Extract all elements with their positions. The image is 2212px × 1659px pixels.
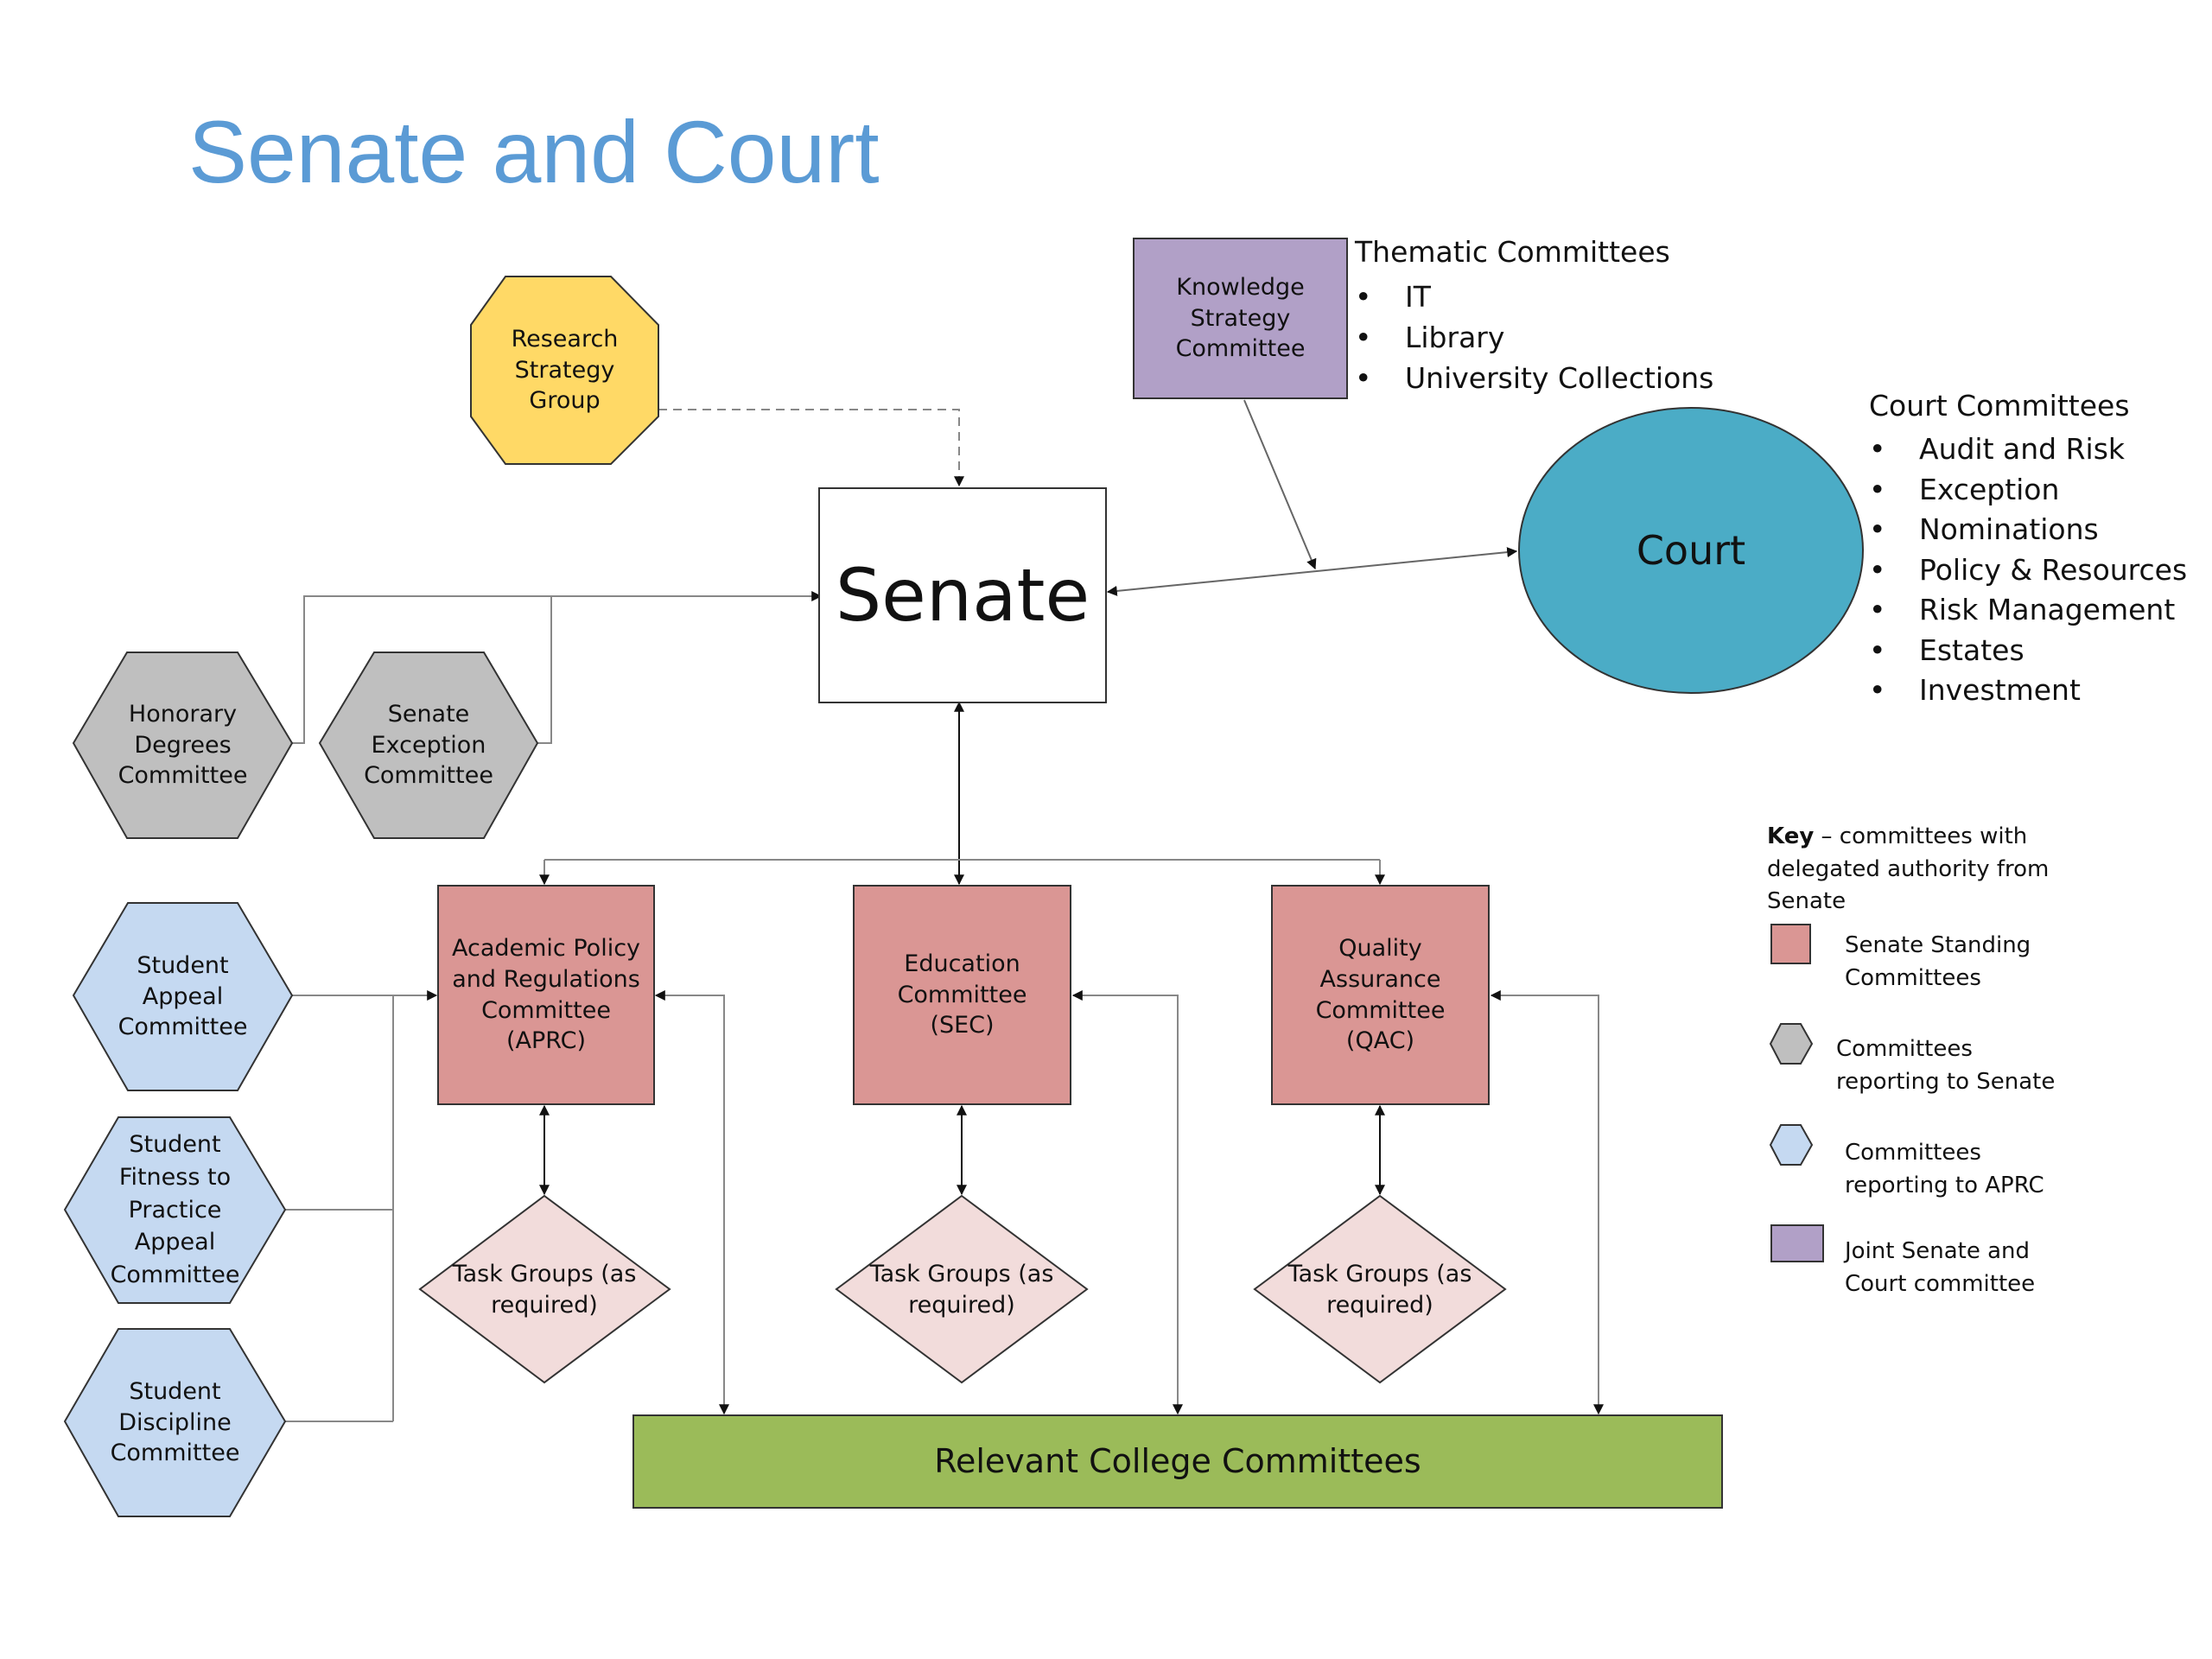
aprc-box	[437, 885, 655, 1105]
court-committee-item: Policy & Resources	[1869, 550, 2187, 591]
key-swatch-senate-hexagon	[1769, 1023, 1814, 1065]
sec-label: Education Committee (SEC)	[897, 950, 1027, 1039]
research-strategy-octagon	[470, 276, 659, 465]
exception-to-senate-line	[537, 596, 552, 744]
thematic-item: University Collections	[1355, 358, 1713, 398]
key-swatch-standing	[1770, 924, 1811, 964]
honorary-degrees-hexagon	[72, 652, 294, 839]
shapes	[63, 238, 1864, 1517]
senate-exception-label: Senate Exception Committee	[364, 701, 493, 790]
key-label-aprc: Committees reporting to APRC	[1845, 1140, 2044, 1198]
student-appeal-label: Student Appeal Committee	[118, 952, 248, 1041]
key-bold: Key	[1767, 823, 1815, 849]
key-heading: Key – committees with delegated authorit…	[1767, 821, 2049, 918]
court-committee-item: Risk Management	[1869, 590, 2187, 631]
key-label-senate: Committees reporting to Senate	[1836, 1036, 2056, 1095]
sec-college-line	[1071, 990, 1183, 1415]
connector-lines	[285, 399, 1604, 1422]
thematic-item: Library	[1355, 317, 1713, 358]
knowledge-strategy-label: Knowledge Strategy Committee	[1175, 274, 1306, 363]
knowledge-to-link-line	[1243, 399, 1317, 570]
court-committee-item: Nominations	[1869, 510, 2187, 550]
research-to-senate-line	[658, 409, 964, 487]
senate-box	[818, 487, 1107, 703]
thematic-item: IT	[1355, 276, 1713, 317]
student-fitness-label: Student Fitness to Practice Appeal Commi…	[110, 1131, 240, 1289]
court-committees-list: Audit and Risk Exception Nominations Pol…	[1869, 429, 2187, 711]
college-committees-label: Relevant College Committees	[934, 1442, 1421, 1481]
court-committees-heading: Court Committees	[1869, 389, 2130, 423]
honorary-degrees-label: Honorary Degrees Committee	[118, 701, 248, 790]
court-label: Court	[1636, 526, 1746, 574]
key-label-joint: Joint Senate and Court committee	[1845, 1238, 2036, 1297]
court-ellipse	[1518, 407, 1864, 694]
student-discipline-label: Student Discipline Committee	[110, 1378, 240, 1467]
task-groups-label-1: Task Groups (as required)	[452, 1260, 637, 1319]
student-appeal-hexagon	[72, 902, 294, 1091]
court-committee-item: Audit and Risk	[1869, 429, 2187, 470]
qac-box	[1271, 885, 1490, 1105]
college-committees-box	[632, 1414, 1723, 1509]
task-groups-diamond-2	[835, 1194, 1089, 1384]
student-discipline-hexagon	[63, 1328, 287, 1517]
thematic-heading: Thematic Committees	[1355, 235, 1670, 269]
qac-college-line	[1490, 990, 1604, 1415]
student-fitness-hexagon	[63, 1116, 287, 1304]
task-groups-diamond-3	[1253, 1194, 1507, 1384]
aprc-college-line	[654, 990, 729, 1415]
research-strategy-label: Research Strategy Group	[511, 326, 619, 415]
key-label-standing: Senate Standing Committees	[1845, 932, 2031, 991]
key-swatch-joint	[1770, 1224, 1824, 1262]
aprc-label: Academic Policy and Regulations Committe…	[451, 935, 641, 1055]
thematic-list: IT Library University Collections	[1355, 276, 1713, 398]
task-groups-label-3: Task Groups (as required)	[1287, 1260, 1472, 1319]
sec-box	[853, 885, 1071, 1105]
court-committee-item: Investment	[1869, 671, 2187, 711]
task-groups-label-2: Task Groups (as required)	[869, 1260, 1054, 1319]
court-committee-item: Exception	[1869, 470, 2187, 511]
court-senate-line	[1106, 547, 1518, 596]
senate-label: Senate	[835, 552, 1090, 638]
qac-label: Quality Assurance Committee (QAC)	[1315, 935, 1446, 1055]
key-swatch-aprc-hexagon	[1769, 1124, 1814, 1166]
task-groups-diamond-1	[418, 1194, 671, 1384]
court-committee-item: Estates	[1869, 631, 2187, 671]
knowledge-strategy-box	[1133, 238, 1348, 399]
honorary-to-senate-line	[292, 591, 823, 744]
key-description: – committees with delegated authority fr…	[1767, 823, 2050, 915]
page-title: Senate and Court	[188, 103, 880, 201]
senate-exception-hexagon	[318, 652, 539, 839]
